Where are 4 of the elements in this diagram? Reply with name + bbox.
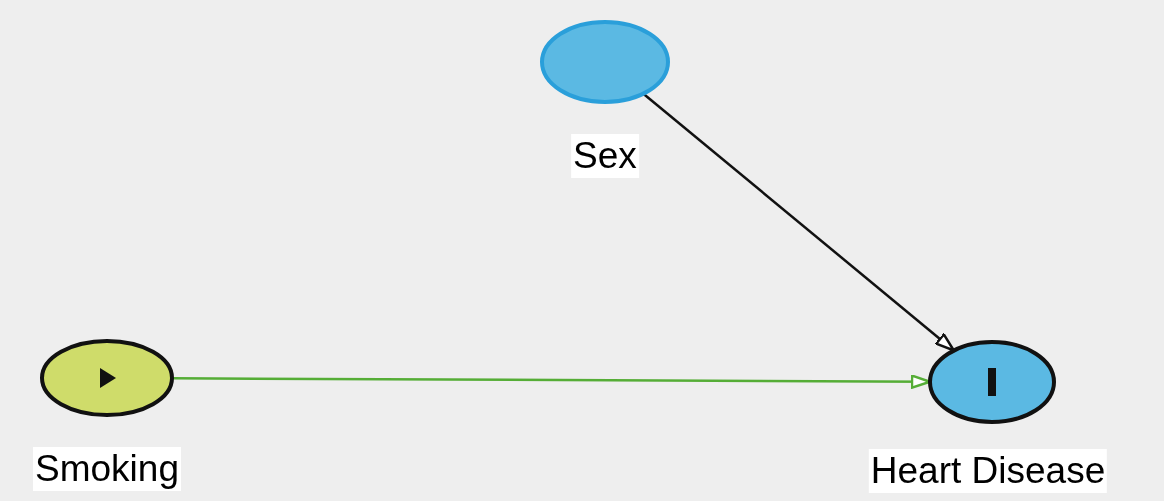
node-label: Heart Disease [868,449,1108,493]
node-label: Sex [571,134,639,178]
arrow [642,92,956,352]
node-label: Smoking [33,447,181,491]
